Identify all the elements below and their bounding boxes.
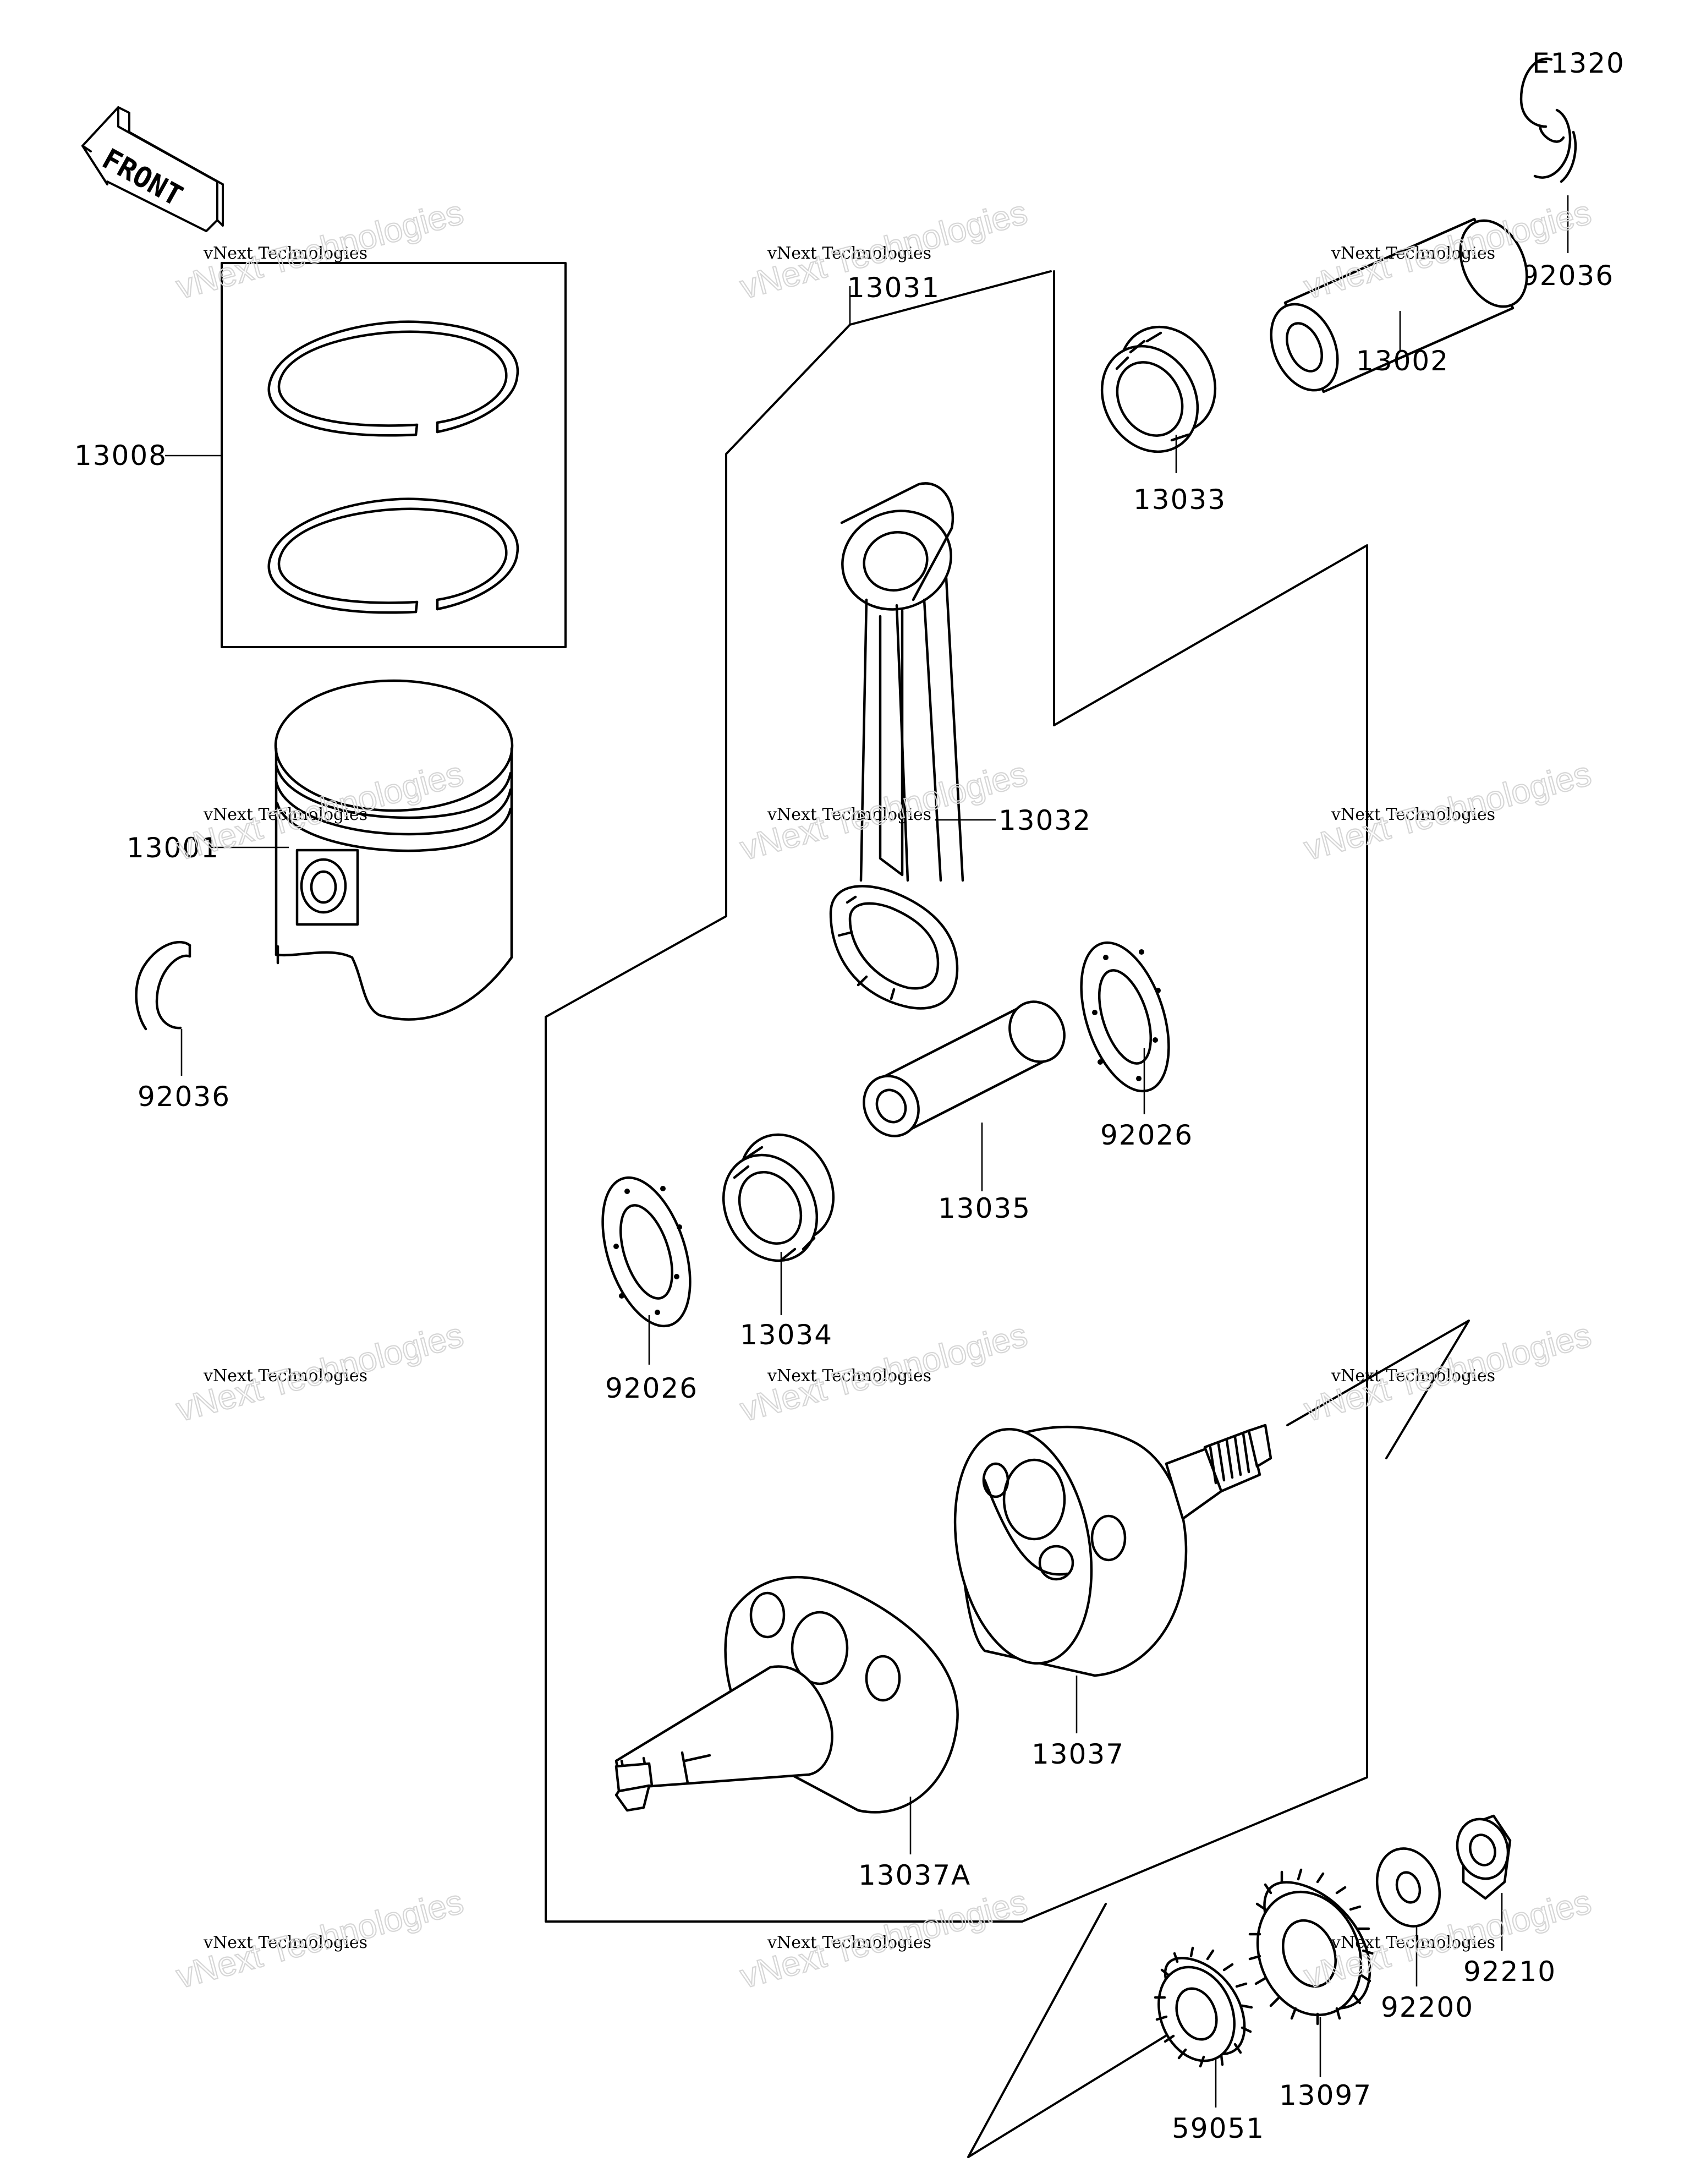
- watermark-text: vNext Technologies: [767, 805, 931, 824]
- part-label-13031: 13031: [847, 272, 940, 304]
- thrust-washer-92026-left: [601, 1176, 692, 1328]
- crankshaft-assy-outline-13031: [545, 270, 1368, 1923]
- part-label-13034: 13034: [740, 1319, 833, 1351]
- crank-flywheel-13037A: [614, 1575, 959, 1814]
- part-label-92200: 92200: [1381, 1991, 1474, 2023]
- connecting-rod-13032: [829, 482, 964, 1010]
- break-line-upper: [1286, 1320, 1470, 1459]
- part-label-92026-right: 92026: [1100, 1119, 1193, 1151]
- front-label: FRONT: [97, 143, 188, 213]
- watermark-text: vNext Technologies: [1331, 805, 1495, 824]
- washer-92200: [1375, 1847, 1441, 1928]
- watermark-text: vNext Technologies: [203, 1933, 367, 1952]
- crank-pin-13035: [863, 1000, 1066, 1137]
- piston-rings-13008: [221, 262, 567, 648]
- watermark-text: vNext Technologies: [203, 805, 367, 824]
- crank-flywheel-13037: [953, 1424, 1272, 1677]
- part-label-92210: 92210: [1463, 1956, 1556, 1988]
- part-label-13008: 13008: [74, 440, 167, 472]
- piston-13001: [274, 679, 514, 1021]
- piston-pin-13002: [1270, 217, 1528, 393]
- part-label-13097: 13097: [1279, 2079, 1372, 2111]
- diagram-code: E1320: [1532, 47, 1625, 79]
- watermark-text: vNext Technologies: [767, 1366, 931, 1386]
- watermark-text: vNext Technologies: [203, 244, 367, 263]
- watermark-text: vNext Technologies: [767, 1933, 931, 1952]
- break-line-lower: [967, 1903, 1176, 2158]
- part-label-13037: 13037: [1031, 1738, 1124, 1770]
- front-arrow-icon: FRONT: [81, 106, 224, 232]
- circlip-92036-right: [1519, 57, 1577, 183]
- part-label-92036-right: 92036: [1521, 260, 1614, 292]
- watermark-text: vNext Technologies: [767, 244, 931, 263]
- part-label-92036-left: 92036: [138, 1081, 231, 1113]
- nut-92210: [1456, 1814, 1512, 1900]
- part-label-92026-left: 92026: [605, 1372, 698, 1404]
- part-label-13001: 13001: [127, 832, 220, 864]
- part-label-13037A: 13037A: [858, 1859, 971, 1891]
- circlip-92036-left: [135, 940, 191, 1031]
- thrust-washer-92026-right: [1080, 941, 1170, 1093]
- part-label-13033: 13033: [1133, 484, 1226, 516]
- watermark-text: vNext Technologies: [1331, 1366, 1495, 1386]
- part-label-13032: 13032: [998, 804, 1091, 836]
- part-label-13002: 13002: [1356, 345, 1449, 377]
- needle-bearing-13034: [722, 1133, 835, 1262]
- needle-bearing-13033: [1100, 325, 1217, 453]
- part-label-13035: 13035: [938, 1192, 1031, 1224]
- watermark-text: vNext Technologies: [1331, 1933, 1495, 1952]
- gear-13097: [1248, 1868, 1374, 2026]
- part-label-59051: 59051: [1172, 2112, 1265, 2144]
- gear-59051: [1154, 1946, 1253, 2068]
- watermark-text: vNext Technologies: [1331, 244, 1495, 263]
- watermark-text: vNext Technologies: [203, 1366, 367, 1386]
